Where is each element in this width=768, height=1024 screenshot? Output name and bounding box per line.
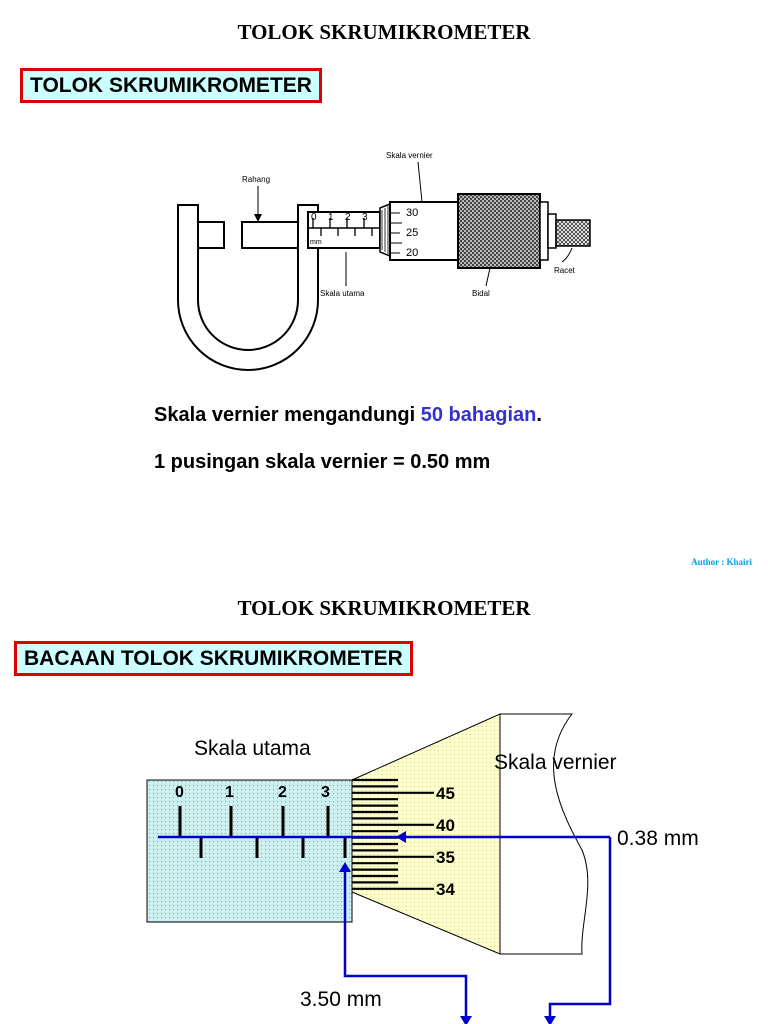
skala-utama-label: Skala utama	[194, 737, 311, 760]
skala-vernier-label: Skala vernier	[494, 751, 617, 774]
main-scale-number: 2	[278, 784, 287, 801]
main-scale-number: 1	[225, 784, 234, 801]
vernier-scale-number: 40	[436, 816, 455, 835]
vernier-scale-number: 45	[436, 784, 455, 803]
slide1-title: TOLOK SKRUMIKROMETER	[237, 20, 531, 44]
vernier-divisions-line: Skala vernier mengandungi 50 bahagian.	[154, 404, 542, 427]
label-rahang: Rahang	[242, 175, 270, 184]
revolution-line: 1 pusingan skala vernier = 0.50 mm	[154, 451, 491, 473]
sleeve-body	[146, 779, 353, 923]
anvil	[197, 221, 225, 249]
diagram-main-number: 3	[362, 212, 368, 223]
vernier-scale-number: 35	[436, 848, 455, 867]
line1-prefix: Skala vernier mengandungi	[154, 404, 421, 426]
thimble-body	[499, 713, 589, 955]
micrometer-frame	[177, 204, 319, 371]
diagram-vernier-number: 20	[406, 247, 418, 259]
main-scale-number: 0	[175, 784, 184, 801]
spindle	[241, 221, 299, 249]
label-racet: Racet	[554, 266, 576, 275]
vernier-reading: 0.38 mm	[617, 827, 699, 850]
main-scale-number: 3	[321, 784, 330, 801]
vernier-scale-number: 34	[436, 880, 455, 899]
label-skala-utama: Skala utama	[320, 289, 365, 298]
thimble-grip	[457, 193, 541, 269]
diagram-main-number: 0	[311, 212, 317, 223]
main-scale-unit: mm	[310, 239, 322, 246]
slide2-heading: BACAAN TOLOK SKRUMIKROMETER	[14, 641, 413, 676]
diagram-vernier-number: 30	[406, 207, 418, 219]
slide1-heading: TOLOK SKRUMIKROMETER	[20, 68, 322, 103]
main-reading: 3.50 mm	[300, 988, 382, 1011]
ratchet	[555, 219, 591, 247]
line1-suffix: .	[536, 404, 542, 426]
diagram-main-number: 2	[345, 212, 351, 223]
thimble	[389, 201, 459, 261]
diagram-vernier-number: 25	[406, 227, 418, 239]
author-credit: Author : Khairi	[691, 557, 752, 567]
slide2-title: TOLOK SKRUMIKROMETER	[237, 596, 531, 620]
label-skala-vernier: Skala vernier	[386, 151, 433, 160]
reading-diagram: 0 1 2 3 45 40 35 34	[146, 713, 612, 1024]
line1-highlight: 50 bahagian	[420, 404, 537, 426]
diagram-main-number: 1	[328, 212, 334, 223]
thimble-cone	[351, 713, 501, 955]
label-bidal: Bidal	[472, 289, 490, 298]
